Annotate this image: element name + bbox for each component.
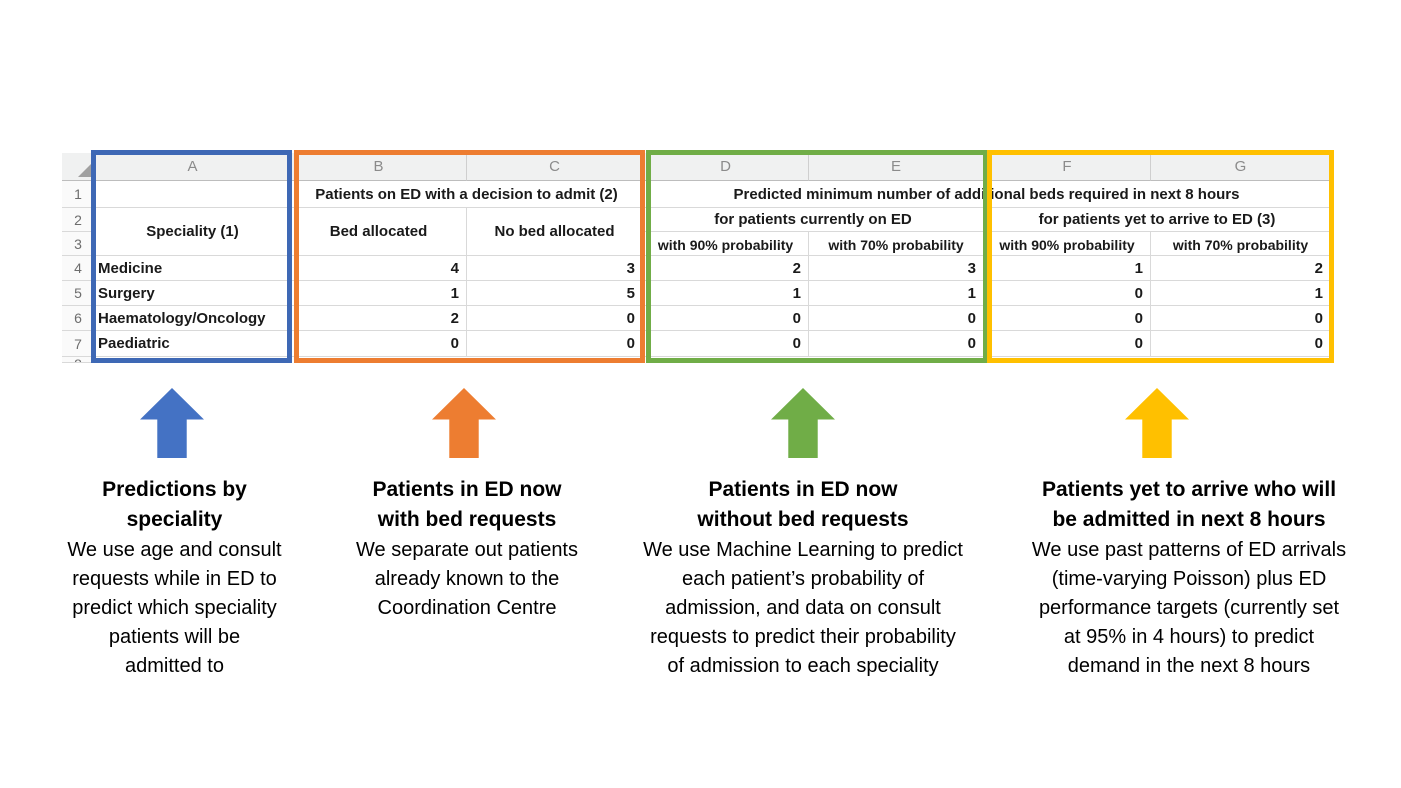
row-header-4[interactable]: 4 bbox=[62, 256, 95, 281]
column-header-a[interactable]: A bbox=[95, 153, 291, 181]
up-arrow-yellow-icon bbox=[1125, 388, 1189, 458]
merged-header-yet-to-arrive[interactable]: for patients yet to arrive to ED (3) bbox=[984, 208, 1331, 232]
cell-surgery-on-ed-90[interactable]: 1 bbox=[643, 281, 809, 306]
cell-surgery-bed-allocated[interactable]: 1 bbox=[291, 281, 467, 306]
cell-speciality-paediatric[interactable]: Paediatric bbox=[95, 331, 291, 357]
select-all-triangle-icon bbox=[78, 164, 91, 177]
cell-medicine-bed-allocated[interactable]: 4 bbox=[291, 256, 467, 281]
cell-medicine-no-bed-allocated[interactable]: 3 bbox=[467, 256, 643, 281]
row-header-7[interactable]: 7 bbox=[62, 331, 95, 357]
header-arrive-70-probability[interactable]: with 70% probability bbox=[1151, 232, 1331, 256]
annotation-body: We use age and consult requests while in… bbox=[67, 539, 282, 677]
column-header-c[interactable]: C bbox=[467, 153, 643, 181]
header-bed-allocated[interactable]: Bed allocated bbox=[291, 208, 467, 256]
annotation-title: Predictions by speciality bbox=[102, 478, 247, 531]
cell-haem-on-ed-90[interactable]: 0 bbox=[643, 306, 809, 331]
annotation-title: Patients in ED now without bed requests bbox=[697, 478, 909, 531]
annotation-without-bed-requests: Patients in ED now without bed requests … bbox=[622, 475, 984, 681]
cell-haem-arrive-70[interactable]: 0 bbox=[1151, 306, 1331, 331]
merged-header-currently-on-ed[interactable]: for patients currently on ED bbox=[643, 208, 984, 232]
cell-surgery-on-ed-70[interactable]: 1 bbox=[809, 281, 984, 306]
annotation-with-bed-requests: Patients in ED now with bed requests We … bbox=[341, 475, 593, 623]
cell-paed-bed-allocated[interactable]: 0 bbox=[291, 331, 467, 357]
header-on-ed-90-probability[interactable]: with 90% probability bbox=[643, 232, 809, 256]
annotation-body: We separate out patients already known t… bbox=[356, 539, 578, 619]
up-arrow-orange-icon bbox=[432, 388, 496, 458]
row-header-6[interactable]: 6 bbox=[62, 306, 95, 331]
cell-surgery-no-bed-allocated[interactable]: 5 bbox=[467, 281, 643, 306]
column-header-g[interactable]: G bbox=[1151, 153, 1331, 181]
annotation-predictions-by-speciality: Predictions by speciality We use age and… bbox=[52, 475, 297, 681]
cell-medicine-arrive-90[interactable]: 1 bbox=[984, 256, 1151, 281]
row-header-5[interactable]: 5 bbox=[62, 281, 95, 306]
annotation-title: Patients in ED now with bed requests bbox=[372, 478, 562, 531]
column-header-f[interactable]: F bbox=[984, 153, 1151, 181]
cell-speciality-haematology-oncology[interactable]: Haematology/Oncology bbox=[95, 306, 291, 331]
annotation-body: We use past patterns of ED arrivals (tim… bbox=[1031, 539, 1347, 677]
cell-a1-empty[interactable] bbox=[95, 181, 291, 208]
merged-header-predicted-minimum-beds[interactable]: Predicted minimum number of additional b… bbox=[643, 181, 1331, 208]
cell-medicine-arrive-70[interactable]: 2 bbox=[1151, 256, 1331, 281]
column-header-e[interactable]: E bbox=[809, 153, 984, 181]
cell-paed-arrive-70[interactable]: 0 bbox=[1151, 331, 1331, 357]
cell-speciality-surgery[interactable]: Surgery bbox=[95, 281, 291, 306]
cell-paed-arrive-90[interactable]: 0 bbox=[984, 331, 1151, 357]
row-header-3[interactable]: 3 bbox=[62, 232, 95, 256]
header-on-ed-70-probability[interactable]: with 70% probability bbox=[809, 232, 984, 256]
annotation-title: Patients yet to arrive who will be admit… bbox=[1041, 478, 1337, 531]
header-no-bed-allocated[interactable]: No bed allocated bbox=[467, 208, 643, 256]
row-header-2[interactable]: 2 bbox=[62, 208, 95, 232]
cell-paed-no-bed-allocated[interactable]: 0 bbox=[467, 331, 643, 357]
column-header-d[interactable]: D bbox=[643, 153, 809, 181]
cell-haem-no-bed-allocated[interactable]: 0 bbox=[467, 306, 643, 331]
cell-paed-on-ed-90[interactable]: 0 bbox=[643, 331, 809, 357]
row-header-8-partial[interactable]: 8 bbox=[62, 357, 95, 363]
cell-surgery-arrive-70[interactable]: 1 bbox=[1151, 281, 1331, 306]
merged-header-decision-to-admit[interactable]: Patients on ED with a decision to admit … bbox=[291, 181, 643, 208]
cell-medicine-on-ed-90[interactable]: 2 bbox=[643, 256, 809, 281]
annotation-body: We use Machine Learning to predict each … bbox=[643, 539, 963, 677]
up-arrow-green-icon bbox=[771, 388, 835, 458]
header-arrive-90-probability[interactable]: with 90% probability bbox=[984, 232, 1151, 256]
column-header-b[interactable]: B bbox=[291, 153, 467, 181]
cell-paed-on-ed-70[interactable]: 0 bbox=[809, 331, 984, 357]
annotation-yet-to-arrive: Patients yet to arrive who will be admit… bbox=[1004, 475, 1374, 681]
up-arrow-blue-icon bbox=[140, 388, 204, 458]
cell-haem-bed-allocated[interactable]: 2 bbox=[291, 306, 467, 331]
select-all-corner[interactable] bbox=[62, 153, 95, 181]
header-speciality[interactable]: Speciality (1) bbox=[95, 208, 291, 256]
cell-medicine-on-ed-70[interactable]: 3 bbox=[809, 256, 984, 281]
cell-speciality-medicine[interactable]: Medicine bbox=[95, 256, 291, 281]
spreadsheet: A B C D E F G 1 2 3 4 5 6 7 8 Patients o… bbox=[62, 153, 1331, 363]
cell-surgery-arrive-90[interactable]: 0 bbox=[984, 281, 1151, 306]
cell-haem-on-ed-70[interactable]: 0 bbox=[809, 306, 984, 331]
cell-haem-arrive-90[interactable]: 0 bbox=[984, 306, 1151, 331]
row-header-1[interactable]: 1 bbox=[62, 181, 95, 208]
